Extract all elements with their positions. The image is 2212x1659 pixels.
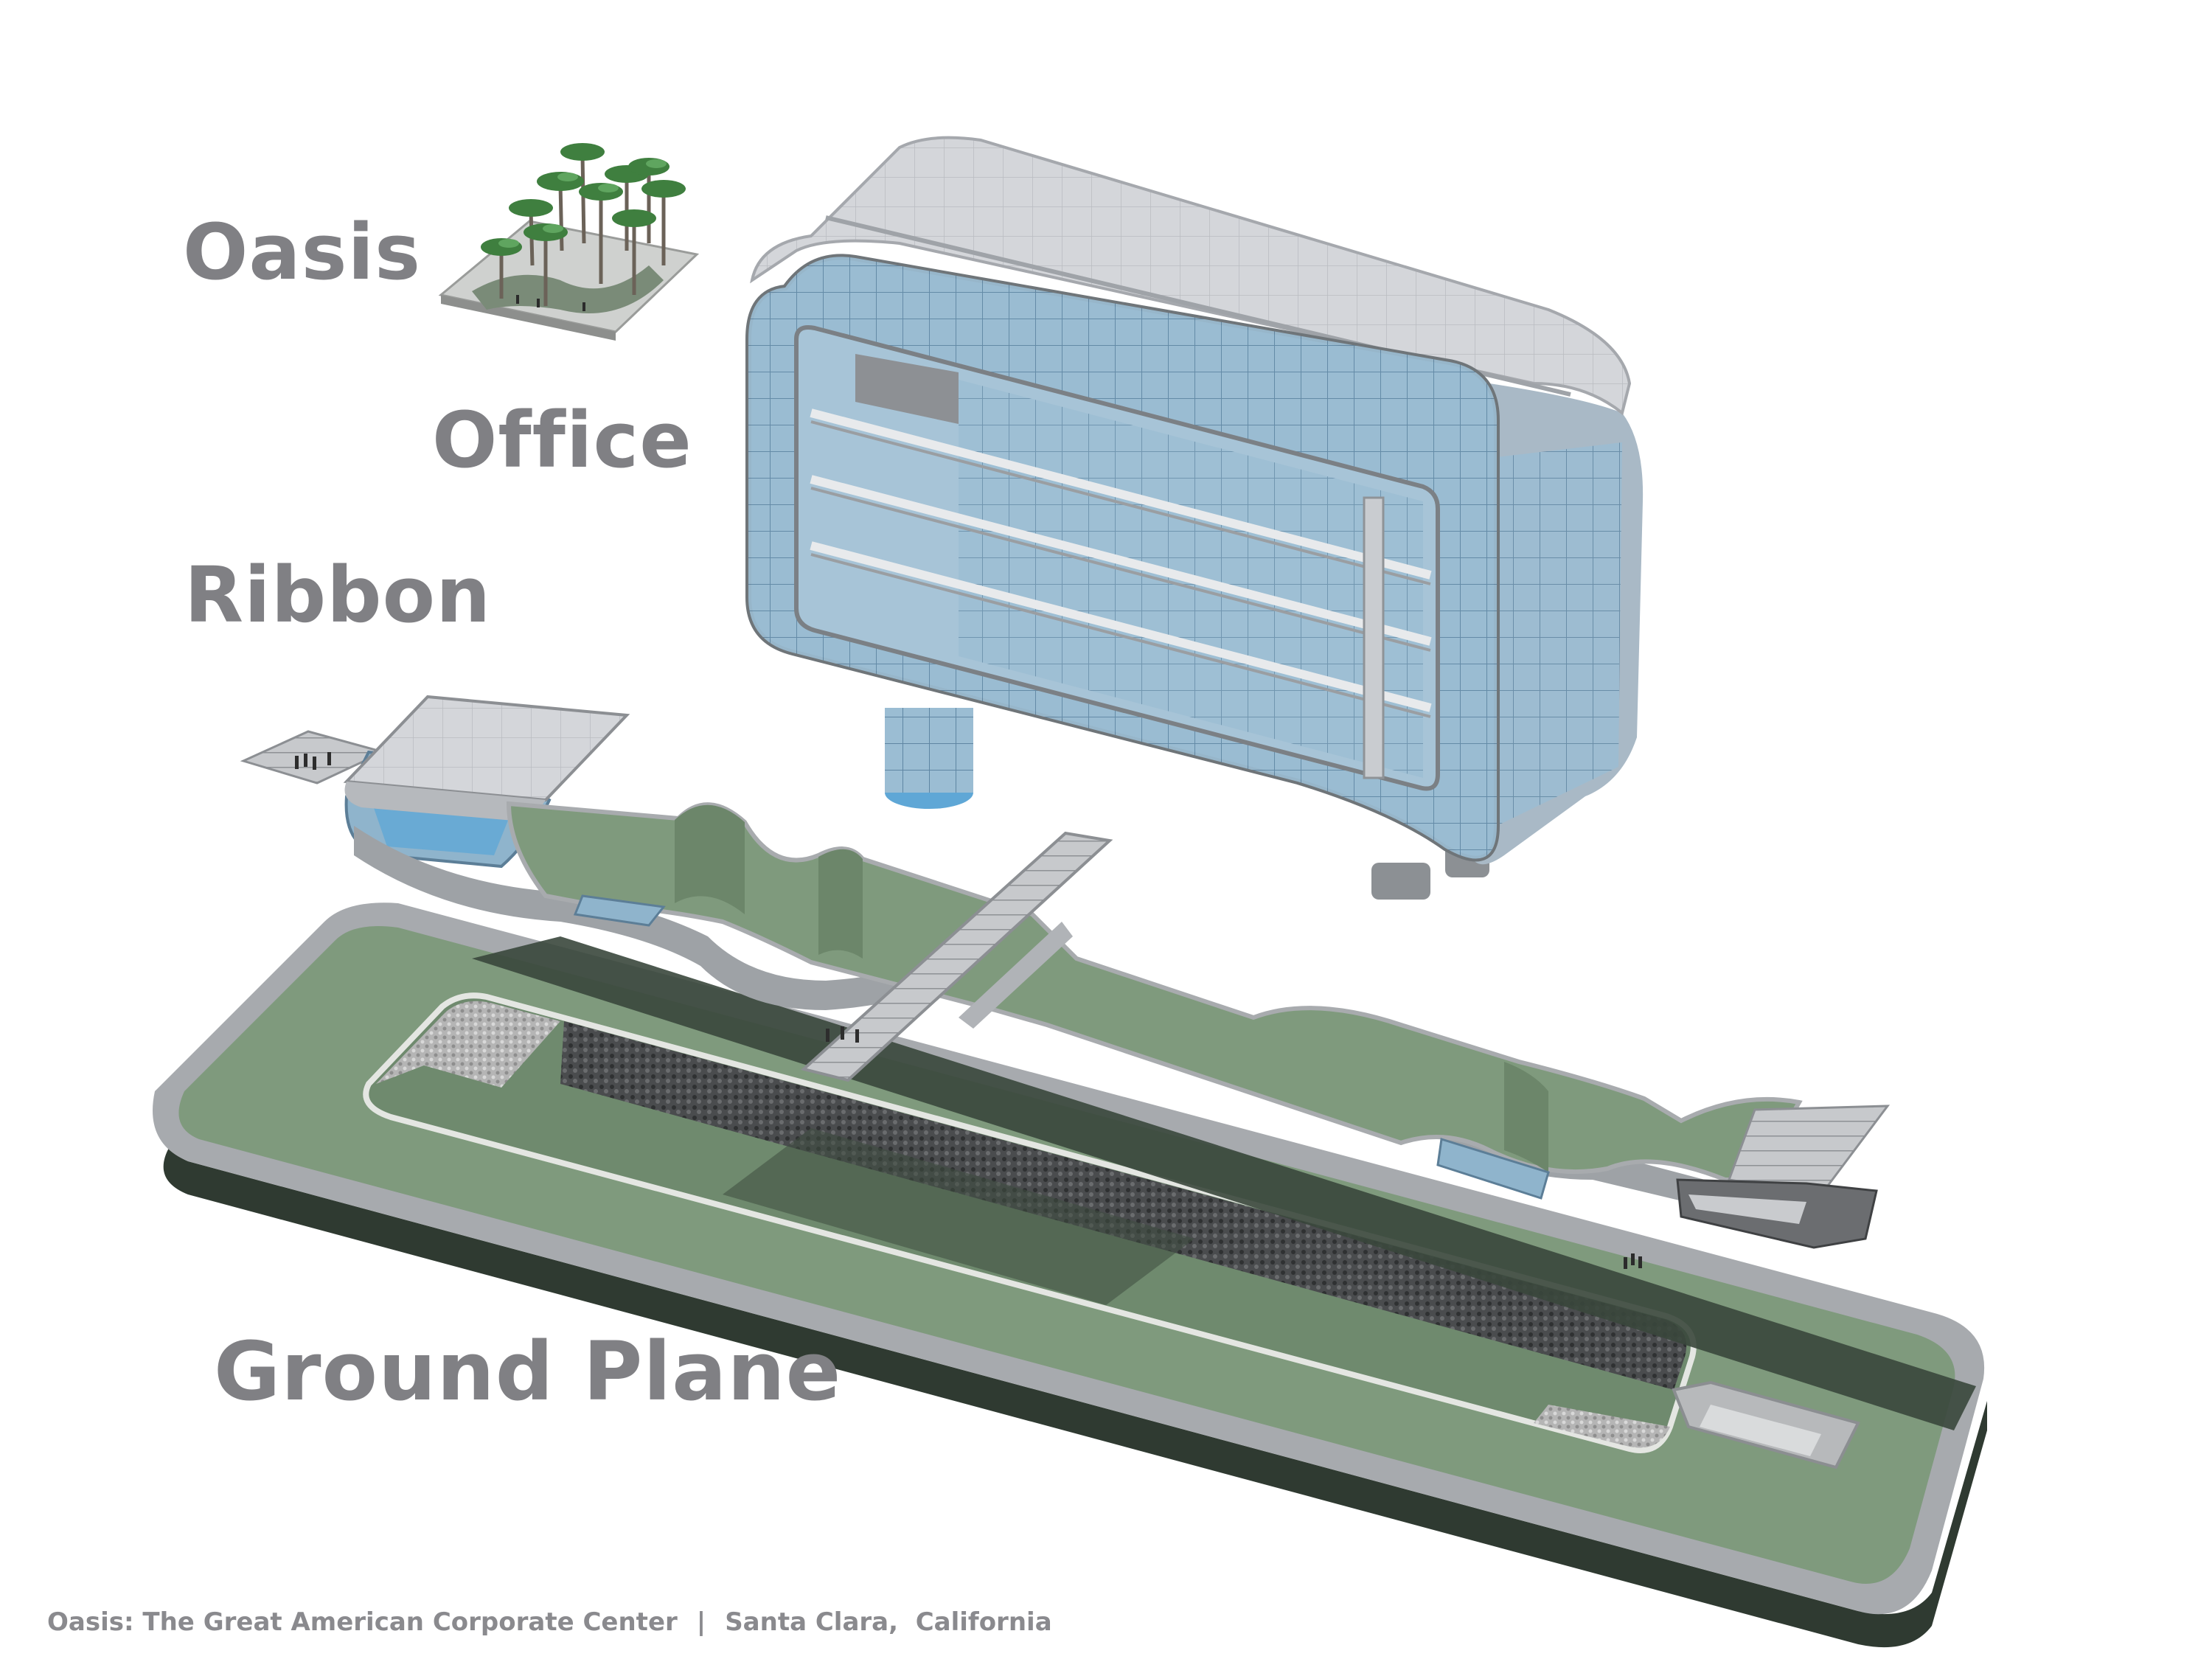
ground-plane-label: Ground Plane	[214, 1324, 842, 1419]
office-model	[745, 136, 1644, 900]
ground-plane-model	[153, 902, 1987, 1648]
caption-project: Oasis: The Great American Corporate Cent…	[47, 1607, 678, 1637]
ribbon-model	[240, 695, 1891, 1249]
caption-location: Santa Clara, California	[725, 1607, 1052, 1637]
caption-separator: |	[696, 1607, 706, 1637]
caption: Oasis: The Great American Corporate Cent…	[47, 1607, 1052, 1637]
office-label: Office	[432, 395, 692, 485]
ribbon-label: Ribbon	[184, 550, 492, 640]
oasis-model	[438, 143, 700, 341]
oasis-label: Oasis	[183, 207, 422, 297]
